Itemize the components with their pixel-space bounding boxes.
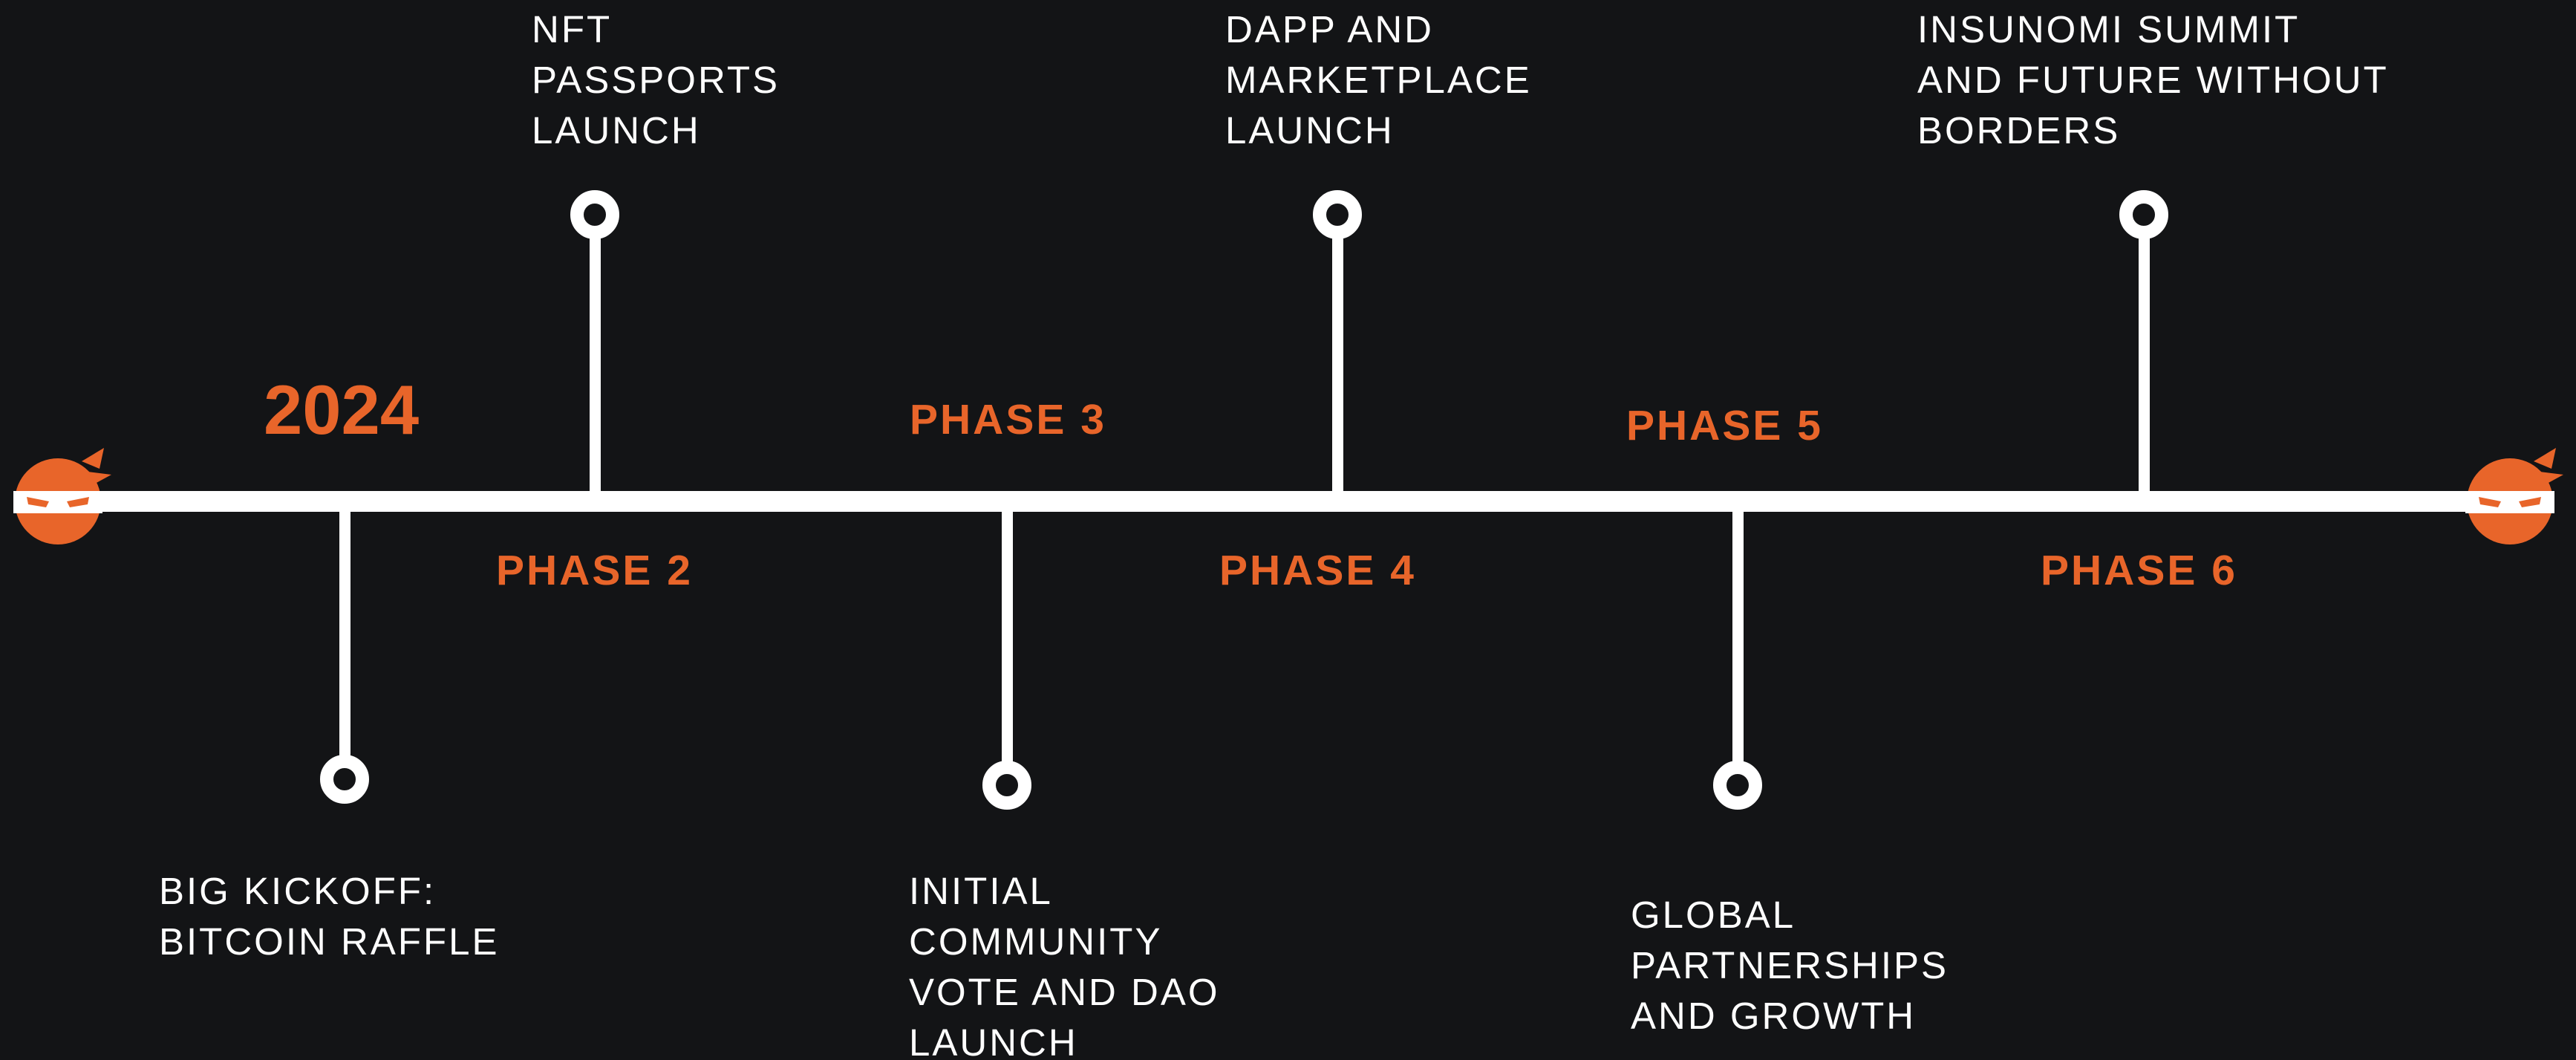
node-global-partnerships bbox=[1713, 761, 1762, 810]
milestone-global-partnerships: GLOBAL PARTNERSHIPS AND GROWTH bbox=[1631, 894, 1949, 1037]
ninja-mascot-icon bbox=[2465, 448, 2563, 544]
year-label: 2024 bbox=[264, 371, 420, 449]
node-big-kickoff bbox=[320, 755, 369, 804]
milestone-dapp-marketplace: DAPP AND MARKETPLACE LAUNCH bbox=[1225, 8, 1532, 152]
milestone-community-vote: INITIAL COMMUNITY VOTE AND DAO LAUNCH bbox=[909, 870, 1220, 1060]
node-community-vote bbox=[982, 761, 1031, 810]
milestone-nft-passports: NFT PASSPORTS LAUNCH bbox=[532, 8, 780, 152]
phase-4-label: PHASE 4 bbox=[1219, 547, 1416, 594]
phase-6-label: PHASE 6 bbox=[2041, 547, 2237, 594]
ninja-mascot-icon bbox=[13, 448, 111, 544]
node-nft-passports bbox=[570, 190, 619, 239]
connector-global-partnerships bbox=[1732, 507, 1744, 774]
milestone-big-kickoff: BIG KICKOFF: BITCOIN RAFFLE bbox=[159, 870, 500, 963]
connector-dapp-marketplace bbox=[1332, 223, 1343, 498]
connector-insunomi-summit bbox=[2139, 223, 2150, 498]
connector-community-vote bbox=[1002, 507, 1013, 774]
phase-2-label: PHASE 2 bbox=[496, 547, 693, 594]
connector-nft-passports bbox=[590, 223, 601, 498]
phase-5-label: PHASE 5 bbox=[1626, 402, 1823, 449]
phase-3-label: PHASE 3 bbox=[910, 396, 1106, 443]
connector-big-kickoff bbox=[339, 507, 350, 767]
milestone-insunomi-summit: INSUNOMI SUMMIT AND FUTURE WITHOUT BORDE… bbox=[1917, 8, 2389, 152]
node-insunomi-summit bbox=[2119, 190, 2168, 239]
node-dapp-marketplace bbox=[1313, 190, 1362, 239]
timeline-axis bbox=[45, 491, 2532, 512]
